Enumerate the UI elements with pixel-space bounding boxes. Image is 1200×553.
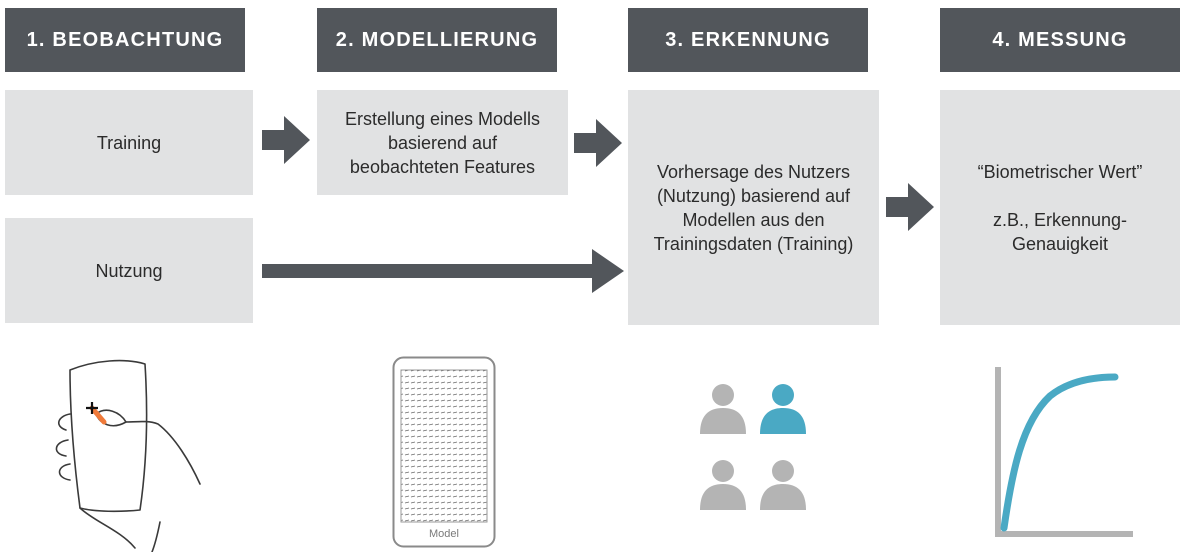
box-messung: “Biometrischer Wert” z.B., Erkennung- Ge… (940, 90, 1180, 325)
arrow-training-to-modellierung (262, 116, 310, 164)
header-beobachtung: 1. BEOBACHTUNG (5, 8, 245, 72)
modellierung-line-3: beobachteten Features (349, 156, 536, 177)
arrow-erkennung-to-messung (886, 183, 934, 231)
nutzung-label: Nutzung (95, 260, 163, 281)
erkennung-line-2: (Nutzung) basierend auf (656, 185, 851, 206)
user-gray-bottom-right (760, 460, 806, 510)
header-erkennung: 3. ERKENNUNG (628, 8, 868, 72)
box-nutzung: Nutzung (5, 218, 253, 323)
erkennung-line-1: Vorhersage des Nutzers (656, 161, 851, 182)
user-gray-bottom-left (700, 460, 746, 510)
erkennung-line-3: Modellen aus den (682, 209, 825, 230)
phone-model-label: Model (429, 528, 459, 540)
users-group-icon (700, 384, 806, 510)
messung-detail-line-1: z.B., Erkennung- (992, 209, 1128, 230)
modellierung-line-1: Erstellung eines Modells (344, 108, 541, 129)
arrow-nutzung-to-erkennung (262, 249, 624, 293)
messung-detail-line-2: Genauigkeit (1011, 233, 1109, 254)
header-messung: 4. MESSUNG (940, 8, 1180, 72)
erkennung-line-4: Trainingsdaten (Training) (653, 233, 854, 254)
messung-title: “Biometrischer Wert” (977, 161, 1143, 182)
box-training: Training (5, 90, 253, 195)
modellierung-line-2: basierend auf (387, 132, 498, 153)
box-modellierung: Erstellung eines Modells basierend auf b… (317, 90, 568, 195)
user-gray-top-left (700, 384, 746, 434)
user-blue-top-right (760, 384, 806, 434)
box-erkennung: Vorhersage des Nutzers (Nutzung) basiere… (628, 90, 879, 325)
hand-phone-touch-icon (55, 359, 201, 552)
training-label: Training (96, 132, 162, 153)
growth-curve-icon (995, 367, 1133, 537)
phone-vector-field-icon: Model (392, 356, 496, 548)
header-modellierung: 2. MODELLIERUNG (317, 8, 557, 72)
arrow-modellierung-to-erkennung (574, 119, 622, 167)
